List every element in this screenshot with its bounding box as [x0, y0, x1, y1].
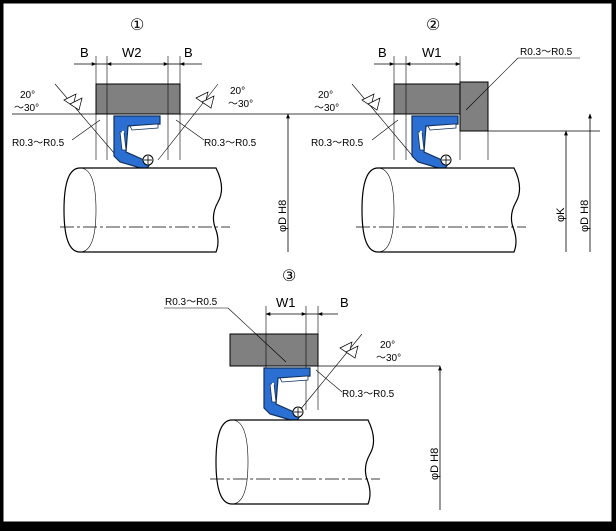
- diagram-3-angle-right-2: ～30°: [376, 353, 401, 364]
- diagram-3-housing: [229, 333, 319, 367]
- diagram-2-angle-left-1: 20°: [318, 90, 333, 101]
- diagram-3-bore-label: φD H8: [429, 448, 441, 480]
- diagram-2: ② B W1 20° ～30° R0.3～R0.5 R0.3～R0.5 φK φ…: [300, 17, 600, 253]
- diagram-1-angle-right-1: 20°: [230, 86, 245, 97]
- diagram-3-radius-top: R0.3～R0.5: [165, 297, 218, 308]
- diagram-1-angle-right-2: ～30°: [228, 99, 253, 110]
- diagram-2-angle-left-2: ～30°: [314, 103, 339, 114]
- diagram-3-number: ③: [282, 268, 296, 285]
- diagram-1-angle-left-1: 20°: [20, 90, 35, 101]
- diagram-3-angle-right-1: 20°: [380, 340, 395, 351]
- diagram-3-shaft: [215, 419, 375, 505]
- diagram-3-width-label: W1: [276, 295, 296, 310]
- diagram-1-width-label: W2: [122, 45, 142, 60]
- diagram-1-shaft: [63, 167, 223, 253]
- diagram-2-housing: [393, 83, 461, 115]
- diagram-3: ③ W1 B 20° ～30° R0.3～R0.5 R0.3～R0.5 φD H…: [164, 268, 442, 510]
- diagram-2-b-left: B: [378, 45, 387, 60]
- diagram-2-bore-label: φD H8: [579, 200, 591, 232]
- diagram-3-radius-right: R0.3～R0.5: [342, 389, 395, 400]
- diagram-2-radius-top: R0.3～R0.5: [520, 47, 573, 58]
- diagram-1-radius-right: R0.3～R0.5: [204, 138, 257, 149]
- diagram-1-bore-label: φD H8: [277, 200, 289, 232]
- diagram-1-angle-left-2: ～30°: [14, 103, 39, 114]
- diagram-2-shoulder: [459, 81, 489, 132]
- diagram-1: ① B W2 B 20° ～30° 20° ～30° R0.3～R0.5 R0.…: [12, 17, 300, 253]
- diagram-1-number: ①: [130, 17, 144, 34]
- diagram-3-b-right: B: [340, 295, 349, 310]
- diagram-1-radius-left: R0.3～R0.5: [12, 138, 65, 149]
- diagram-2-width-label: W1: [422, 45, 442, 60]
- diagram-1-housing: [95, 83, 181, 115]
- diagram-2-shaft: [361, 167, 521, 253]
- diagram-1-b-right: B: [184, 45, 193, 60]
- diagram-2-number: ②: [426, 17, 440, 34]
- diagram-2-shaft-label: φK: [555, 207, 567, 222]
- diagram-2-radius-left: R0.3～R0.5: [311, 138, 364, 149]
- diagram-1-b-left: B: [80, 45, 89, 60]
